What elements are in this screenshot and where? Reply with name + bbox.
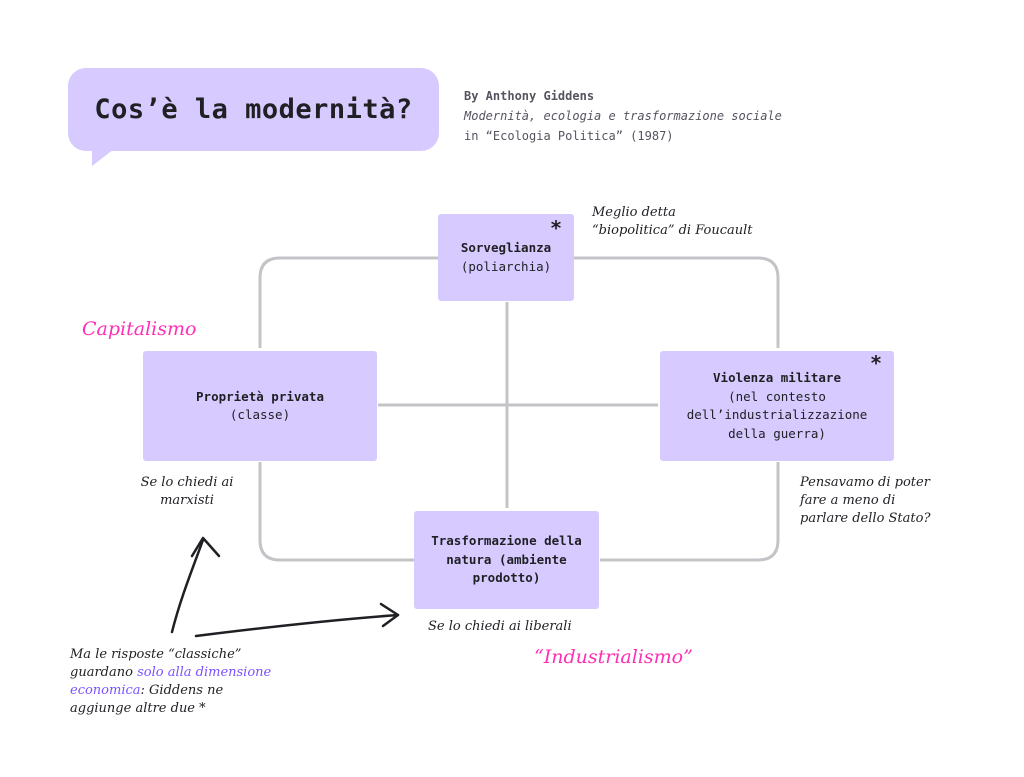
note-classic-1: Ma le risposte “classiche” bbox=[70, 647, 242, 662]
label-capitalismo: Capitalismo bbox=[82, 318, 197, 340]
credit-source: in “Ecologia Politica” (1987) bbox=[464, 129, 674, 143]
note-classic-4: aggiunge altre due * bbox=[70, 701, 206, 716]
note-foucault-1: Meglio detta bbox=[592, 205, 676, 220]
box-violenza-sub1: (nel contesto bbox=[728, 388, 826, 404]
note-foucault-2: “biopolitica” di Foucault bbox=[592, 223, 753, 238]
note-classic: Ma le risposte “classiche” guardano solo… bbox=[70, 646, 271, 718]
outer-loop-top-left bbox=[258, 256, 438, 348]
note-classic-3: economica: Giddens ne bbox=[70, 682, 271, 700]
outer-loop-bottom-left bbox=[258, 462, 414, 562]
note-stato-2: fare a meno di bbox=[800, 493, 896, 508]
star-sorveglianza: * bbox=[550, 216, 563, 240]
box-violenza-sub3: della guerra) bbox=[728, 425, 826, 441]
box-trasformazione: Trasformazione della natura (ambiente pr… bbox=[414, 511, 599, 609]
box-proprieta-sub: (classe) bbox=[229, 407, 291, 422]
box-violenza-sub2: dell’industrializzazione bbox=[686, 407, 868, 422]
box-violenza: Violenza militare (nel contesto dell’ind… bbox=[660, 351, 894, 461]
outer-loop-top-right bbox=[574, 256, 780, 348]
label-industrialismo: “Industrialismo” bbox=[534, 646, 693, 668]
note-classic-2a: guardano bbox=[70, 665, 138, 680]
credit-author: By Anthony Giddens bbox=[464, 89, 595, 103]
box-proprieta-title: Proprietà privata bbox=[196, 388, 324, 404]
box-proprieta: Proprietà privata (classe) bbox=[143, 351, 377, 461]
star-violenza: * bbox=[870, 351, 883, 375]
note-stato: Pensavamo di poter fare a meno di parlar… bbox=[800, 474, 930, 528]
box-trasformazione-line3: prodotto) bbox=[472, 570, 541, 586]
note-marxisti: Se lo chiedi ai marxisti bbox=[132, 474, 242, 510]
title-bubble: Cos’è la modernità? bbox=[68, 68, 439, 151]
note-stato-1: Pensavamo di poter bbox=[800, 475, 930, 490]
arrow-to-liberali bbox=[194, 602, 400, 638]
note-marxisti-1: Se lo chiedi ai bbox=[140, 475, 234, 490]
box-sorveglianza-title: Sorveglianza bbox=[460, 240, 552, 255]
box-violenza-title: Violenza militare bbox=[713, 370, 841, 385]
note-classic-2: guardano solo alla dimensione bbox=[70, 664, 271, 682]
box-trasformazione-line2: natura (ambiente bbox=[446, 551, 567, 567]
note-stato-3: parlare dello Stato? bbox=[800, 511, 931, 526]
outer-loop-bottom-right bbox=[600, 462, 780, 562]
note-liberali: Se lo chiedi ai liberali bbox=[428, 619, 572, 634]
credit-book: Modernità, ecologia e trasformazione soc… bbox=[464, 109, 782, 123]
bubble-tail bbox=[92, 146, 118, 166]
credit-block: By Anthony Giddens Modernità, ecologia e… bbox=[464, 86, 782, 146]
note-foucault: Meglio detta “biopolitica” di Foucault bbox=[592, 204, 753, 240]
note-classic-2b: solo alla dimensione bbox=[137, 665, 272, 680]
box-trasformazione-line1: Trasformazione della bbox=[431, 533, 582, 549]
note-classic-3b: : Giddens ne bbox=[140, 683, 224, 698]
page-title: Cos’è la modernità? bbox=[94, 94, 413, 125]
box-sorveglianza: Sorveglianza (poliarchia) bbox=[438, 214, 574, 301]
box-sorveglianza-sub: (poliarchia) bbox=[460, 258, 552, 274]
note-marxisti-2: marxisti bbox=[160, 493, 214, 508]
arrow-to-marxisti bbox=[170, 536, 221, 634]
note-classic-3a: economica bbox=[70, 683, 141, 698]
